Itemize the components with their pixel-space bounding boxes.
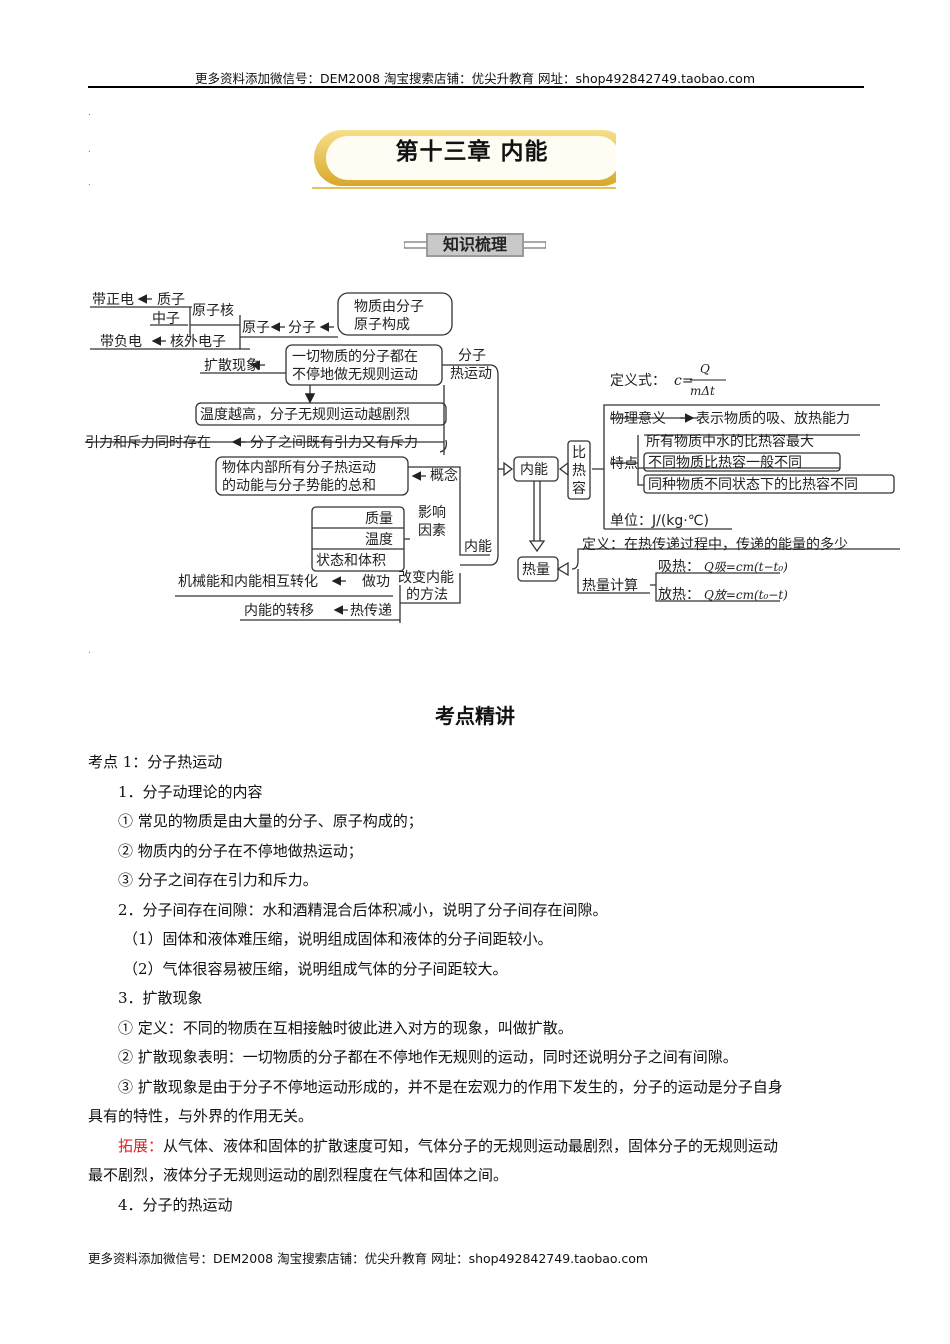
map-node: 内能 xyxy=(464,539,492,555)
chapter-title: 第十三章 内能 xyxy=(395,138,549,165)
map-node: 所有物质中水的比热容最大 xyxy=(646,433,814,450)
content-line: ② 物质内的分子在不停地做热运动； xyxy=(118,841,363,860)
map-node: 带正电 xyxy=(92,292,134,308)
content-line: ③ 分子之间存在引力和斥力。 xyxy=(118,871,318,889)
content-line: 3．扩散现象 xyxy=(118,989,203,1007)
content-line: 1．分子动理论的内容 xyxy=(118,782,263,801)
section-title: 考点精讲 xyxy=(435,704,515,728)
map-node: 的动能与分子势能的总和 xyxy=(222,478,376,494)
map-node: 质子 xyxy=(157,292,185,308)
content-line: ① 常见的物质是由大量的分子、原子构成的； xyxy=(118,812,423,830)
map-node: 中子 xyxy=(152,311,180,327)
map-node: 定义：在热传递过程中，传递的能量的多少 xyxy=(582,536,848,553)
map-formula: c= xyxy=(674,373,694,389)
map-center-node: 内能 xyxy=(520,462,548,478)
map-node: 分子 xyxy=(288,320,316,336)
map-node: 一切物质的分子都在 xyxy=(292,349,418,365)
map-node: 单位：J/(kg·℃) xyxy=(610,513,709,529)
para-mark: . xyxy=(88,108,91,118)
map-node: 分子之间既有引力又有斥力 xyxy=(250,435,418,451)
map-formula: Q xyxy=(700,362,710,376)
map-node: 不停地做无规则运动 xyxy=(292,366,418,383)
map-node: 因素 xyxy=(418,523,446,539)
chapter-banner-graphic xyxy=(312,130,616,189)
map-node: 容 xyxy=(572,480,586,497)
map-node: 概念 xyxy=(430,467,458,484)
map-node: 温度 xyxy=(365,532,393,548)
map-node: 引力和斥力同时存在 xyxy=(85,435,211,451)
map-node: 热运动 xyxy=(450,366,492,382)
page-header: 更多资料添加微信号：DEM2008 淘宝搜索店铺：优尖升教育 网址：shop49… xyxy=(194,71,756,86)
content-line: ② 扩散现象表明：一切物质的分子都在不停地作无规则的运动，同时还说明分子之间有间… xyxy=(118,1048,738,1066)
map-node: 吸热： xyxy=(658,559,700,575)
map-node: 物理意义 xyxy=(610,410,666,427)
map-node: 不同物质比热容一般不同 xyxy=(648,454,802,471)
map-node: 机械能和内能相互转化 xyxy=(178,574,318,590)
content-line: 2．分子间存在间隙：水和酒精混合后体积减小，说明了分子间存在间隙。 xyxy=(118,900,608,919)
map-node: 分子 xyxy=(458,348,486,364)
map-node: 比 xyxy=(572,445,586,461)
content-line: ① 定义：不同的物质在互相接触时彼此进入对方的现象，叫做扩散。 xyxy=(118,1018,573,1037)
extension-text: 从气体、液体和固体的扩散速度可知，气体分子的无规则运动最剧烈，固体分子的无规则运… xyxy=(163,1136,779,1155)
page-footer: 更多资料添加微信号：DEM2008 淘宝搜索店铺：优尖升教育 网址：shop49… xyxy=(88,1251,649,1266)
map-node: 内能的转移 xyxy=(244,603,314,619)
content-line-extension: 拓展：从气体、液体和固体的扩散速度可知，气体分子的无规则运动最剧烈，固体分子的无… xyxy=(88,1132,868,1162)
knowledge-badge-graphic xyxy=(404,233,546,257)
map-node: 带负电 xyxy=(100,334,142,350)
map-node: 物体内部所有分子热运动 xyxy=(222,460,376,476)
map-node: 热量计算 xyxy=(582,578,638,594)
map-node: 状态和体积 xyxy=(316,553,386,569)
map-node: 做功 xyxy=(362,574,390,590)
map-node: 改变内能 xyxy=(398,570,454,586)
extension-label: 拓展： xyxy=(118,1136,164,1155)
content-line: 最不剧烈，液体分子无规则运动的剧烈程度在气体和固体之间。 xyxy=(88,1166,509,1184)
map-node: 原子构成 xyxy=(354,317,410,333)
map-node: 的方法 xyxy=(406,587,448,603)
map-node: 原子核 xyxy=(192,303,234,319)
map-node: 定义式： xyxy=(610,373,666,389)
map-node: 物质由分子 xyxy=(354,299,424,315)
map-node: 放热： xyxy=(658,587,700,603)
content-line: ③ 扩散现象是由于分子不停地运动形成的，并不是在宏观力的作用下发生的，分子的运动… xyxy=(118,1077,783,1096)
map-node: 原子 xyxy=(242,320,270,336)
map-node: 质量 xyxy=(365,511,393,527)
content-line: （2）气体很容易被压缩，说明组成气体的分子间距较大。 xyxy=(123,959,508,978)
map-node: 热传递 xyxy=(350,603,392,619)
concept-mindmap: 带正电 质子 中子 原子核 原子 分子 带负电 核外电子 物质由分子 原子构成 … xyxy=(85,292,900,623)
para-mark: . xyxy=(88,646,91,656)
map-formula: Q吸=cm(t−t₀) xyxy=(704,560,788,574)
para-mark: . xyxy=(88,145,91,155)
map-node: 热 xyxy=(572,463,586,479)
knowledge-badge: 知识梳理 xyxy=(442,235,507,254)
para-mark: . xyxy=(88,178,91,188)
map-node: 特点 xyxy=(610,456,638,472)
header-rule xyxy=(88,86,864,88)
map-node: 热量 xyxy=(522,562,550,578)
content-line: 考点 1：分子热运动 xyxy=(88,753,223,771)
map-node: 表示物质的吸、放热能力 xyxy=(696,411,850,427)
map-node: 扩散现象 xyxy=(204,358,260,374)
map-node: 影响 xyxy=(418,505,446,521)
content-line: 具有的特性，与外界的作用无关。 xyxy=(88,1107,314,1125)
map-node: 同种物质不同状态下的比热容不同 xyxy=(648,476,858,493)
map-node: 核外电子 xyxy=(170,334,226,350)
content-line: （1）固体和液体难压缩，说明组成固体和液体的分子间距较小。 xyxy=(123,930,553,948)
map-node: 温度越高，分子无规则运动越剧烈 xyxy=(200,406,410,423)
map-formula: Q放=cm(t₀−t) xyxy=(704,588,788,602)
content-body: 考点 1：分子热运动 1．分子动理论的内容 ① 常见的物质是由大量的分子、原子构… xyxy=(88,748,868,1220)
content-line: 4．分子的热运动 xyxy=(118,1195,233,1214)
map-formula: mΔt xyxy=(690,384,715,398)
